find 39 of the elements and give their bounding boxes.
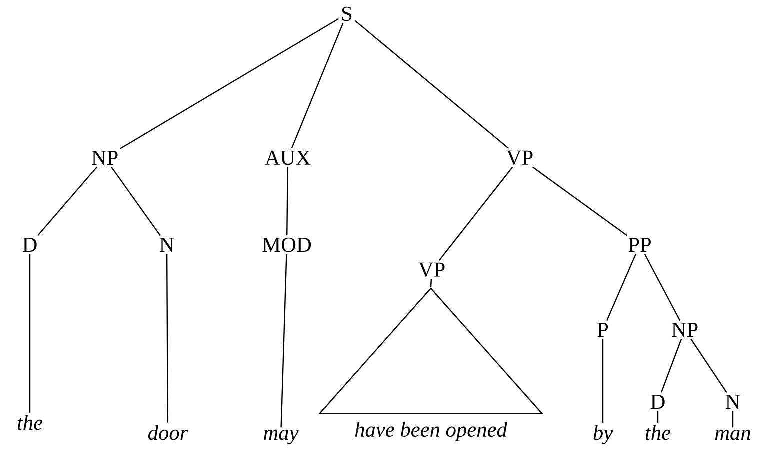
tree-branch xyxy=(38,166,98,236)
tree-branch xyxy=(354,20,510,150)
word-label: the xyxy=(646,425,671,440)
tree-branch xyxy=(657,411,659,423)
category-label: D xyxy=(650,394,665,409)
tree-branch xyxy=(438,167,514,261)
tree-branch xyxy=(602,339,604,423)
word-label: may xyxy=(264,430,299,445)
tree-branch xyxy=(166,254,169,423)
word-label: by xyxy=(594,425,614,445)
tree-branch xyxy=(532,166,628,236)
word-label: have been opened xyxy=(355,422,508,442)
category-label: MOD xyxy=(262,238,312,252)
tree-branch xyxy=(29,254,31,413)
tree-branch xyxy=(111,166,161,236)
category-label: NP xyxy=(672,323,698,337)
category-label: VP xyxy=(506,150,533,166)
category-label: PP xyxy=(628,238,651,252)
category-label: N xyxy=(726,395,740,409)
tree-branch xyxy=(644,254,681,322)
category-label: NP xyxy=(92,151,118,165)
tree-branch xyxy=(606,254,637,321)
word-label: the xyxy=(18,415,43,430)
category-label: VP xyxy=(418,262,445,278)
tree-branch xyxy=(690,338,728,394)
tree-branch xyxy=(732,411,734,428)
tree-branch xyxy=(286,167,288,236)
tree-branch xyxy=(120,18,340,150)
tree-branch xyxy=(660,339,682,393)
category-label: S xyxy=(342,6,352,22)
tree-branch xyxy=(430,279,432,288)
word-label: door xyxy=(148,425,188,440)
tree-branch xyxy=(280,254,288,428)
category-label: P xyxy=(598,323,608,337)
word-label: man xyxy=(715,430,750,440)
category-label: D xyxy=(22,238,37,252)
category-label: N xyxy=(160,238,174,252)
category-label: AUX xyxy=(265,150,311,166)
tree-branch xyxy=(291,23,344,149)
